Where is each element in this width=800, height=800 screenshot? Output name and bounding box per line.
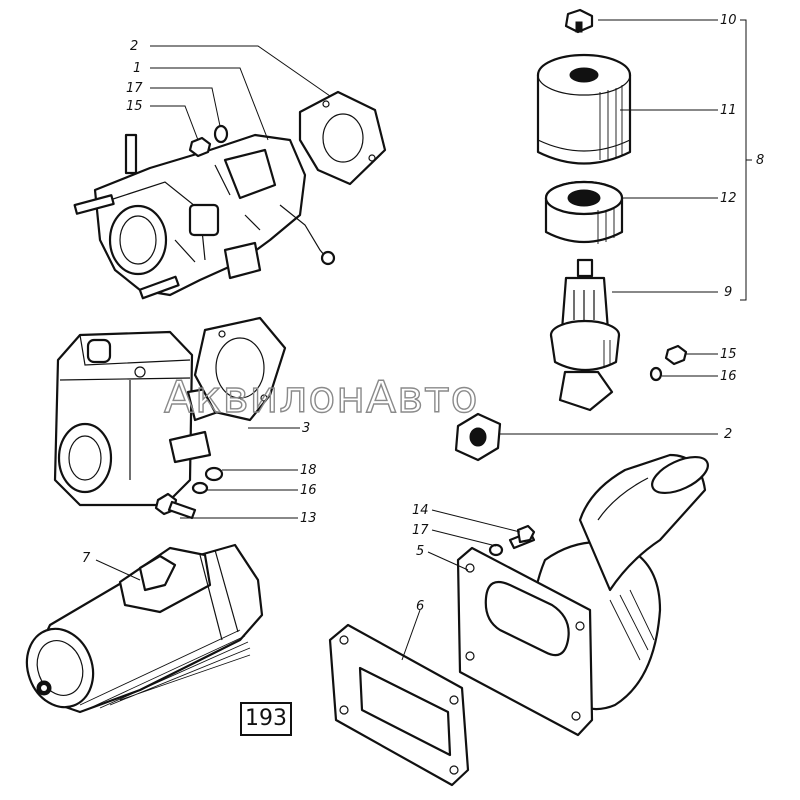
assembly-bracket — [740, 19, 752, 301]
callout-6: 6 — [416, 599, 424, 614]
leader-lines — [95, 19, 718, 661]
callout-11: 11 — [720, 103, 737, 118]
filter-body — [549, 258, 621, 412]
nut — [188, 136, 212, 158]
figure-number-box: 193 — [240, 702, 292, 736]
intake-flange — [456, 546, 594, 737]
callout-3: 3 — [302, 421, 310, 436]
callouts: 2 1 17 15 3 18 16 13 7 10 11 8 12 9 15 1… — [82, 13, 764, 614]
bolt — [508, 524, 536, 550]
pump-gasket — [193, 316, 287, 422]
washer — [213, 124, 229, 144]
callout-2-right: 2 — [724, 427, 732, 442]
callout-1: 1 — [133, 61, 141, 76]
nut — [664, 344, 688, 366]
callout-14: 14 — [412, 503, 429, 518]
starter-motor — [25, 543, 264, 714]
carburetor — [73, 133, 336, 300]
washer — [649, 366, 663, 382]
callout-15-right: 15 — [720, 347, 737, 362]
callout-10: 10 — [720, 13, 737, 28]
flange-gasket — [454, 412, 502, 462]
filter-element — [544, 180, 624, 244]
fuel-pump — [53, 330, 220, 507]
flange-gasket — [298, 90, 387, 186]
callout-12: 12 — [720, 191, 737, 206]
callout-15-left: 15 — [126, 99, 143, 114]
bolt — [154, 492, 197, 520]
callout-5: 5 — [416, 544, 424, 559]
callout-7: 7 — [82, 551, 91, 566]
filter-housing — [536, 53, 632, 165]
watermark-text: АквилонАвто — [164, 372, 479, 423]
callout-17-right: 17 — [412, 523, 429, 538]
washer — [191, 466, 224, 495]
callout-17-left: 17 — [126, 81, 143, 96]
air-filter-cap — [564, 8, 594, 34]
callout-18: 18 — [300, 463, 317, 478]
callout-16-right: 16 — [720, 369, 737, 384]
callout-9: 9 — [724, 285, 732, 300]
pipe-gasket — [328, 623, 470, 787]
callout-16-left: 16 — [300, 483, 317, 498]
callout-8: 8 — [756, 153, 764, 168]
callout-13: 13 — [300, 511, 317, 526]
callout-2-top: 2 — [130, 39, 138, 54]
washer — [488, 543, 504, 557]
